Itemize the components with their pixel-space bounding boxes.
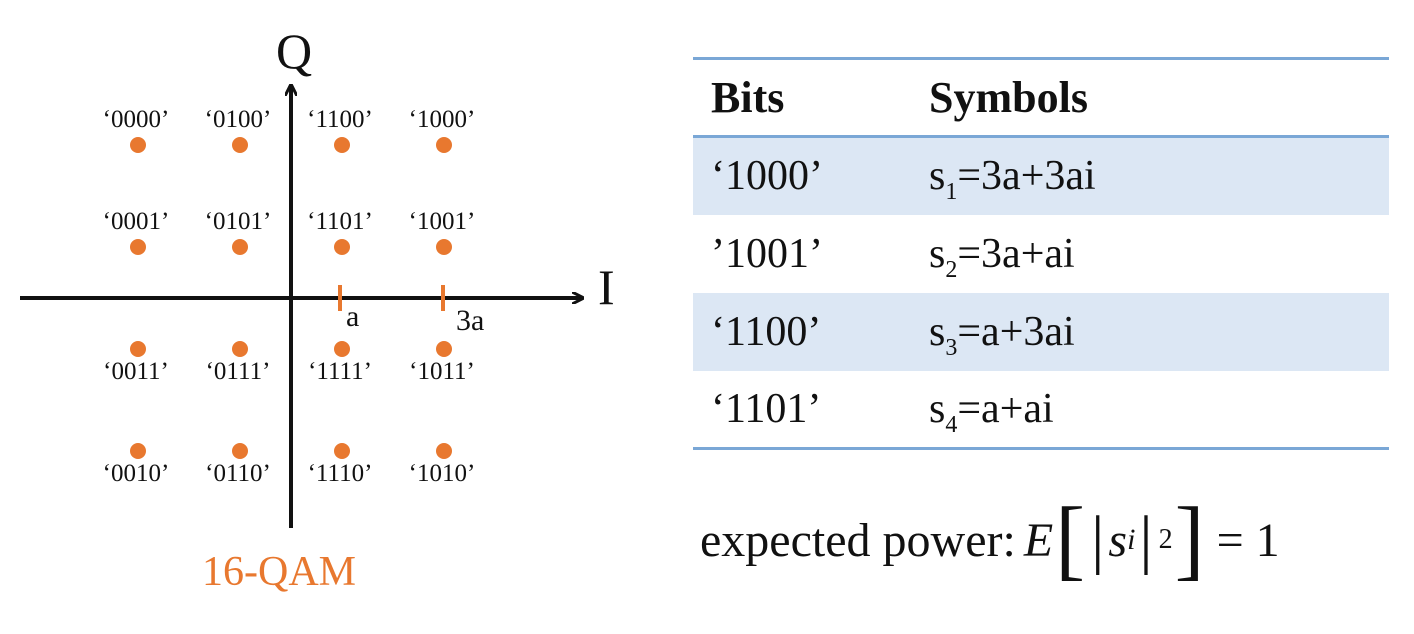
header-bits: Bits <box>711 73 785 122</box>
point-bits-label: ‘1010’ <box>409 460 476 487</box>
constellation-point <box>334 443 350 459</box>
expectation-operator: E <box>1023 513 1054 567</box>
point-bits-label: ‘1110’ <box>308 460 373 487</box>
symbol-cell: s1=3a+3ai <box>929 153 1096 206</box>
symbol-s: s <box>1108 513 1128 567</box>
point-bits-label: ‘0111’ <box>206 358 271 385</box>
constellation-point <box>130 137 146 153</box>
constellation-point <box>334 239 350 255</box>
table-row: ’1001’ s2=3a+ai <box>693 215 1389 293</box>
constellation-point <box>334 341 350 357</box>
point-bits-label: ‘1001’ <box>409 208 476 235</box>
constellation-point <box>130 239 146 255</box>
tick-3a-label: 3a <box>456 304 484 337</box>
bits-symbols-table: Bits Symbols ‘1000’ s1=3a+3ai ’1001’ s2=… <box>693 57 1389 450</box>
i-axis-label: I <box>598 259 615 315</box>
diagram-caption: 16-QAM <box>202 549 356 595</box>
point-bits-label: ‘1011’ <box>409 358 475 385</box>
point-bits-label: ‘1111’ <box>308 358 372 385</box>
bits-cell: ‘1100’ <box>711 308 822 355</box>
bits-symbols-table-wrap: Bits Symbols ‘1000’ s1=3a+3ai ’1001’ s2=… <box>693 57 1389 450</box>
constellation-point <box>232 443 248 459</box>
constellation-points: ‘0000’ ‘0100’ ‘1100’ ‘1000’ ‘0001’ ‘0101’ ‘110… <box>103 106 476 487</box>
table-row: ‘1000’ s1=3a+3ai <box>693 136 1389 215</box>
symbol-cell: s3=a+3ai <box>929 308 1075 361</box>
header-symbols: Symbols <box>929 73 1088 122</box>
table-row: ‘1100’ s3=a+3ai <box>693 292 1389 371</box>
bits-cell: ‘1000’ <box>711 153 823 200</box>
bits-cell: ‘1101’ <box>711 385 822 432</box>
point-bits-label: ‘1100’ <box>307 106 373 133</box>
table-header-row: Bits Symbols <box>693 58 1389 137</box>
point-bits-label: ‘0001’ <box>103 208 170 235</box>
constellation-diagram: Q I a 3a ‘0000’‘0100’‘1100’‘1000’‘0001’‘… <box>20 23 615 595</box>
point-bits-label: ‘1000’ <box>409 106 476 133</box>
bits-cell: ’1001’ <box>711 230 823 277</box>
point-bits-label: ‘0100’ <box>205 106 272 133</box>
point-bits-label: ‘0000’ <box>103 106 170 133</box>
constellation-point <box>232 239 248 255</box>
point-bits-label: ‘0010’ <box>103 460 170 487</box>
exponent: 2 <box>1158 524 1173 555</box>
constellation-point <box>130 341 146 357</box>
table-row: ‘1101’ s4=a+ai <box>693 371 1389 449</box>
constellation-point <box>334 137 350 153</box>
abs-bar-left: | <box>1091 503 1105 576</box>
abs-bar-right: | <box>1139 503 1153 576</box>
symbol-cell: s4=a+ai <box>929 385 1054 438</box>
point-bits-label: ‘0011’ <box>103 358 169 385</box>
constellation-point <box>436 239 452 255</box>
constellation-point <box>232 341 248 357</box>
constellation-point <box>436 341 452 357</box>
constellation-point <box>130 443 146 459</box>
symbol-index: i <box>1127 523 1136 556</box>
constellation-point <box>436 443 452 459</box>
equation-rhs: = 1 <box>1216 513 1280 567</box>
power-label: expected power: <box>700 513 1016 567</box>
point-bits-label: ‘0110’ <box>205 460 271 487</box>
left-bracket: [ <box>1055 490 1086 589</box>
constellation-point <box>232 137 248 153</box>
constellation-point <box>436 137 452 153</box>
q-axis-label: Q <box>276 23 312 79</box>
right-bracket: ] <box>1174 490 1205 589</box>
point-bits-label: ‘0101’ <box>205 208 272 235</box>
tick-a-label: a <box>346 300 359 333</box>
symbol-cell: s2=3a+ai <box>929 230 1075 283</box>
point-bits-label: ‘1101’ <box>307 208 373 235</box>
